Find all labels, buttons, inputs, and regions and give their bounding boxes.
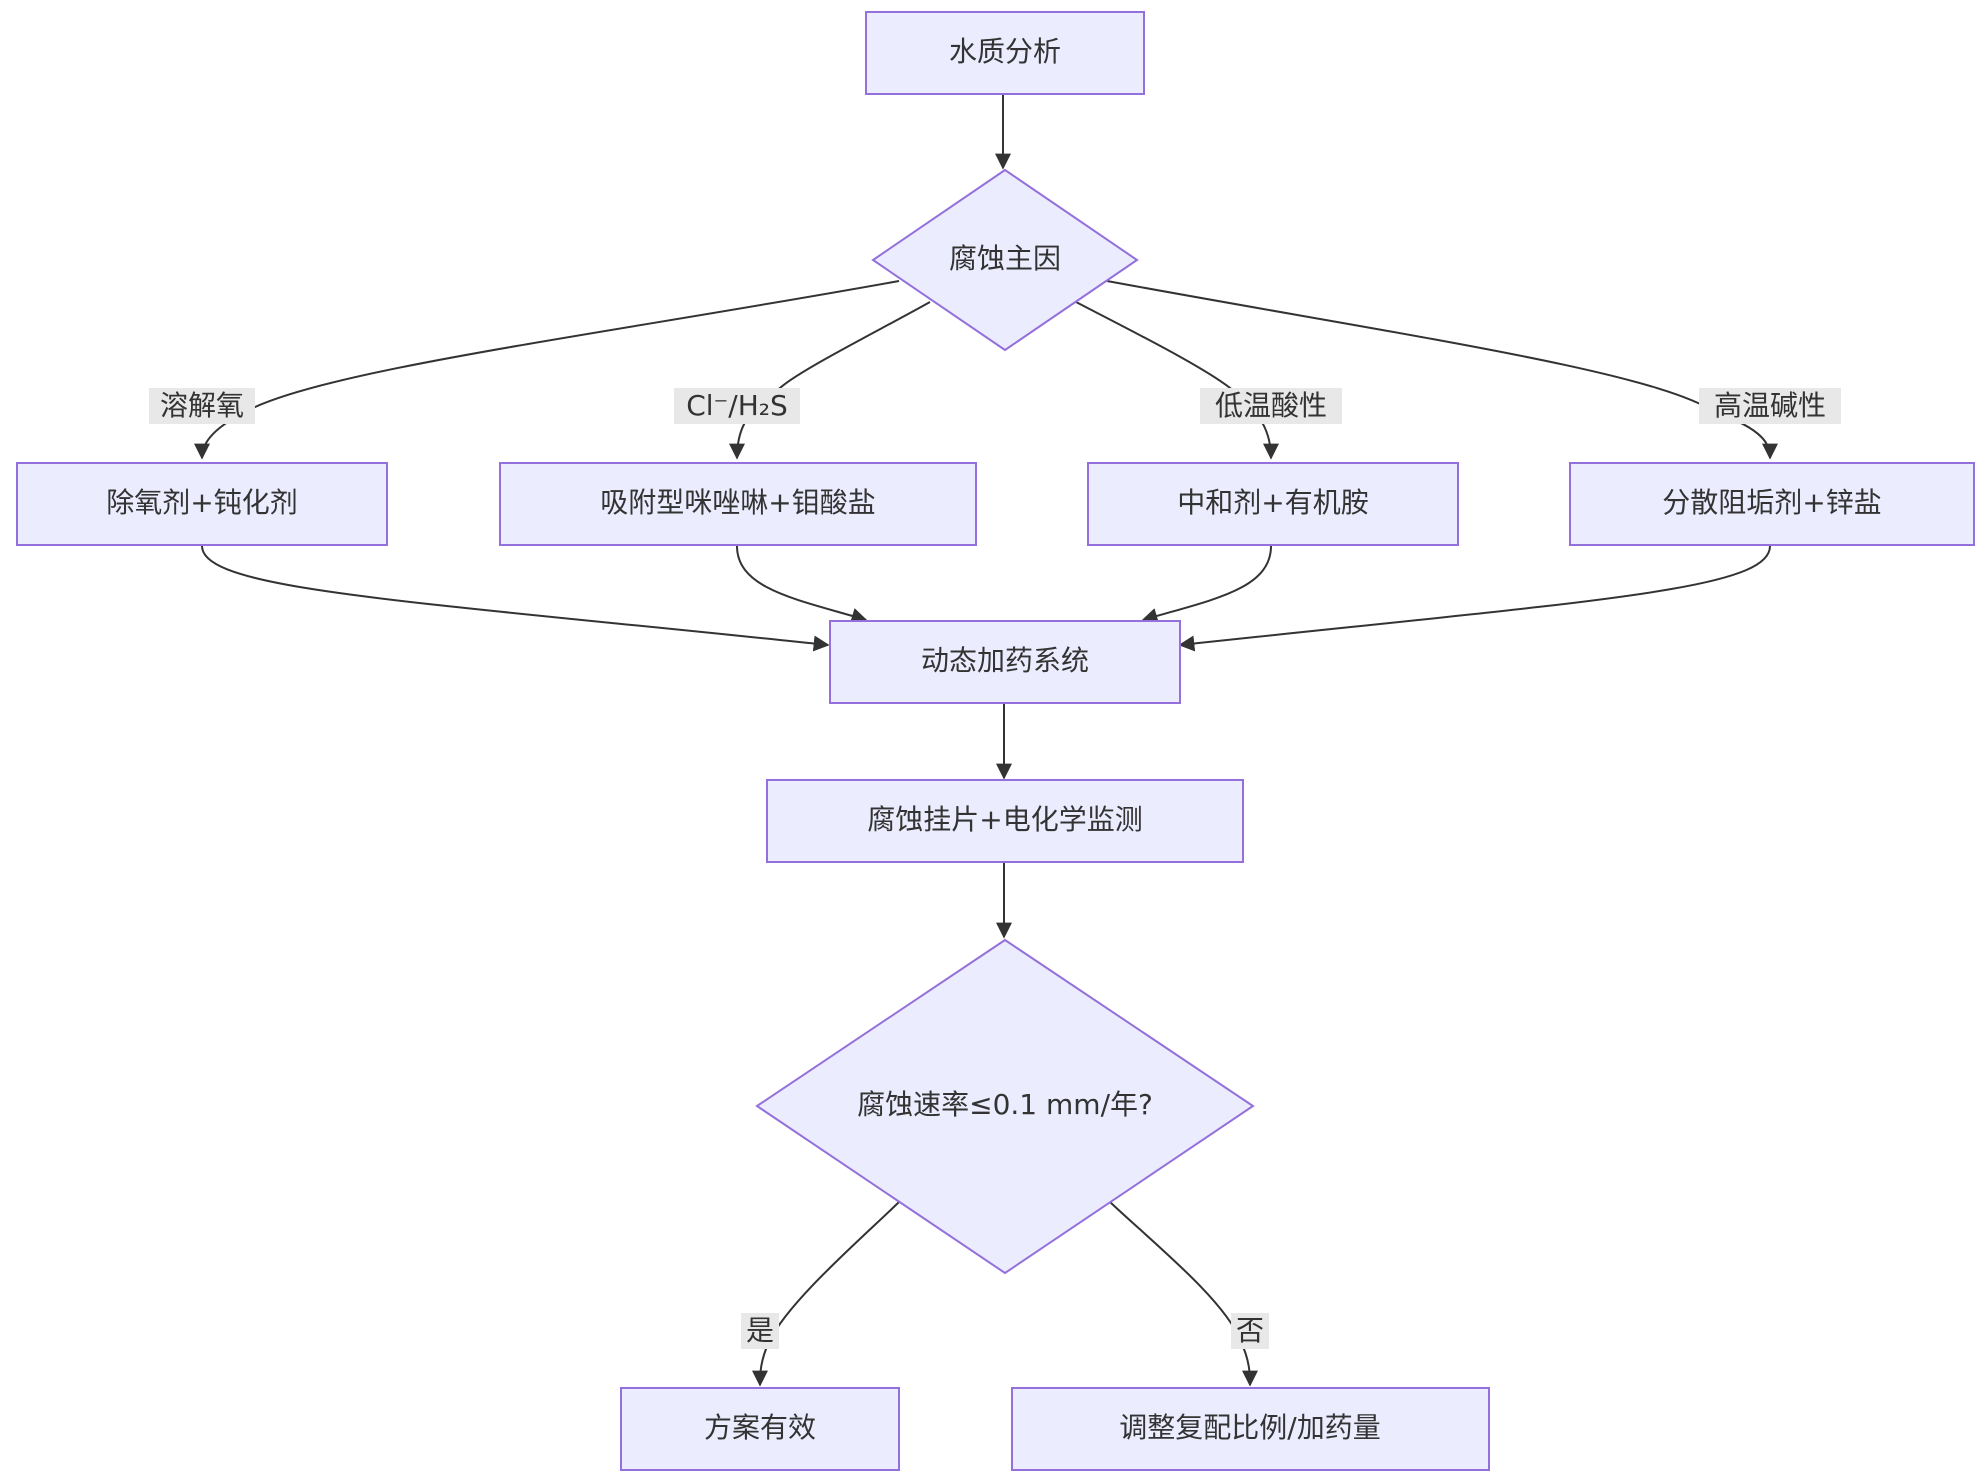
edge-label-no: 否 [1236,1314,1264,1347]
edge-cause-to-adsorption [729,301,931,460]
node-effective-text: 方案有效 [704,1411,816,1444]
nodes: 水质分析 腐蚀主因 除氧剂+钝化剂 吸附型咪唑啉+钼酸盐 中和剂+有机胺 分散阻… [16,11,1975,1471]
node-dispersant[interactable]: 分散阻垢剂+锌盐 [1569,462,1975,546]
label-bg-cl-h2s [674,388,800,424]
edge-labels: 溶解氧 Cl⁻/H₂S 低温酸性 高温碱性 是 否 [149,388,1841,1349]
label-bg-high-temp-alkali [1699,388,1841,424]
edge-label-cl-h2s: Cl⁻/H₂S [686,389,788,422]
node-adsorption[interactable]: 吸附型咪唑啉+钼酸盐 [499,462,977,546]
edges [194,95,1778,1387]
node-rate-check[interactable]: 腐蚀速率≤0.1 mm/年? [755,938,1255,1275]
node-dynamic-dosing-text: 动态加药系统 [921,644,1089,677]
edge-check-to-effective [752,1201,900,1387]
node-dynamic-dosing[interactable]: 动态加药系统 [829,620,1181,704]
node-adjust-text: 调整复配比例/加药量 [1119,1411,1380,1444]
node-deoxygenation[interactable]: 除氧剂+钝化剂 [16,462,388,546]
edge-deoxygenation-to-dosing [201,545,830,652]
node-neutralizer-text: 中和剂+有机胺 [1177,486,1368,519]
node-deoxygenation-text: 除氧剂+钝化剂 [106,486,297,519]
label-bg-dissolved-oxygen [149,388,255,424]
label-bg-yes [741,1313,779,1349]
edge-label-dissolved-oxygen: 溶解氧 [160,389,244,422]
node-effective[interactable]: 方案有效 [620,1387,900,1471]
node-corrosion-cause-text: 腐蚀主因 [949,242,1061,275]
edge-adsorption-to-dosing [736,545,868,624]
edge-neutralizer-to-dosing [1141,545,1272,624]
node-corrosion-cause[interactable]: 腐蚀主因 [871,168,1139,352]
edge-check-to-adjust [1109,1201,1258,1387]
edge-label-low-temp-acid: 低温酸性 [1215,389,1327,422]
node-neutralizer[interactable]: 中和剂+有机胺 [1087,462,1459,546]
edge-cause-to-neutralizer [1075,301,1279,460]
label-bg-low-temp-acid [1200,388,1342,424]
node-monitoring[interactable]: 腐蚀挂片+电化学监测 [766,779,1244,863]
node-rate-check-text: 腐蚀速率≤0.1 mm/年? [857,1088,1153,1121]
node-dispersant-text: 分散阻垢剂+锌盐 [1662,486,1881,519]
node-adsorption-text: 吸附型咪唑啉+钼酸盐 [600,486,875,519]
node-water-analysis[interactable]: 水质分析 [865,11,1145,95]
edge-dispersant-to-dosing [1178,545,1771,652]
node-water-analysis-text: 水质分析 [949,35,1061,68]
edge-label-yes: 是 [746,1314,774,1347]
node-adjust[interactable]: 调整复配比例/加药量 [1011,1387,1490,1471]
edge-cause-to-deoxygenation [194,280,900,460]
label-bg-no [1231,1313,1269,1349]
node-monitoring-text: 腐蚀挂片+电化学监测 [867,803,1142,836]
edge-label-high-temp-alkali: 高温碱性 [1714,389,1826,422]
edge-cause-to-dispersant [1106,280,1778,460]
